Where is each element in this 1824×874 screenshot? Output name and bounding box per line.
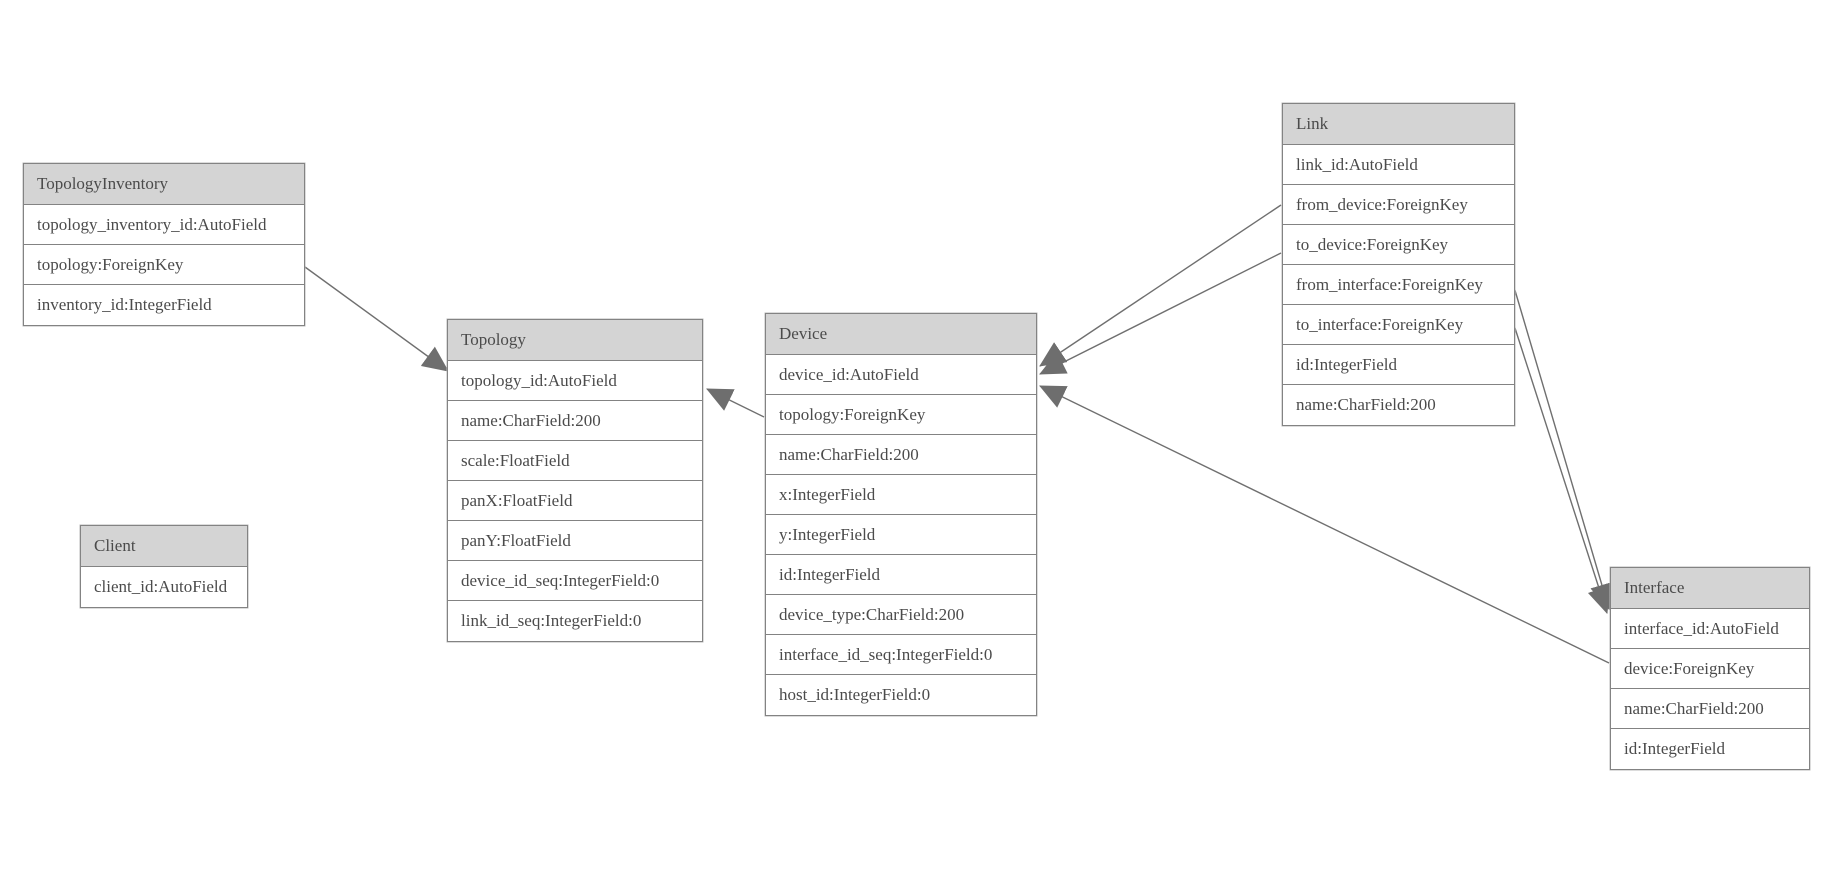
entity-field: name:CharField:200: [1611, 689, 1809, 729]
entity-field: name:CharField:200: [1283, 385, 1514, 425]
entity-field: panX:FloatField: [448, 481, 702, 521]
entity-field: topology_id:AutoField: [448, 361, 702, 401]
entity-field: inventory_id:IntegerField: [24, 285, 304, 325]
entity-field: client_id:AutoField: [81, 567, 247, 607]
entity-field: topology_inventory_id:AutoField: [24, 205, 304, 245]
entity-header-client: Client: [81, 526, 247, 567]
entity-field: to_device:ForeignKey: [1283, 225, 1514, 265]
relation-link-to_interface-interface: [1513, 324, 1611, 614]
entity-field: id:IntegerField: [1283, 345, 1514, 385]
entity-field: topology:ForeignKey: [24, 245, 304, 285]
entity-field: to_interface:ForeignKey: [1283, 305, 1514, 345]
entity-field: y:IntegerField: [766, 515, 1036, 555]
entity-field: device_id_seq:IntegerField:0: [448, 561, 702, 601]
relation-link-from_device-device: [1039, 204, 1282, 367]
entity-field: id:IntegerField: [766, 555, 1036, 595]
entity-field: host_id:IntegerField:0: [766, 675, 1036, 715]
entity-field: from_interface:ForeignKey: [1283, 265, 1514, 305]
entity-header-link: Link: [1283, 104, 1514, 145]
entity-header-interface: Interface: [1611, 568, 1809, 609]
entity-field: device_id:AutoField: [766, 355, 1036, 395]
entity-field: link_id:AutoField: [1283, 145, 1514, 185]
entity-header-topologyinventory: TopologyInventory: [24, 164, 304, 205]
entity-field: x:IntegerField: [766, 475, 1036, 515]
entity-field: scale:FloatField: [448, 441, 702, 481]
entity-field: device:ForeignKey: [1611, 649, 1809, 689]
entity-field: interface_id:AutoField: [1611, 609, 1809, 649]
entity-header-device: Device: [766, 314, 1036, 355]
entity-field: panY:FloatField: [448, 521, 702, 561]
entity-field: interface_id_seq:IntegerField:0: [766, 635, 1036, 675]
entity-header-topology: Topology: [448, 320, 702, 361]
entity-field: id:IntegerField: [1611, 729, 1809, 769]
relation-topologyinventory-topology: [304, 266, 449, 372]
entity-field: link_id_seq:IntegerField:0: [448, 601, 702, 641]
entity-field: topology:ForeignKey: [766, 395, 1036, 435]
relation-link-to_device-device: [1039, 252, 1282, 375]
relation-interface-device: [1039, 385, 1610, 664]
relation-device-topology: [706, 388, 765, 418]
entity-field: device_type:CharField:200: [766, 595, 1036, 635]
relation-link-from_interface-interface: [1513, 286, 1614, 610]
entity-field: name:CharField:200: [766, 435, 1036, 475]
entity-field: name:CharField:200: [448, 401, 702, 441]
entity-field: from_device:ForeignKey: [1283, 185, 1514, 225]
